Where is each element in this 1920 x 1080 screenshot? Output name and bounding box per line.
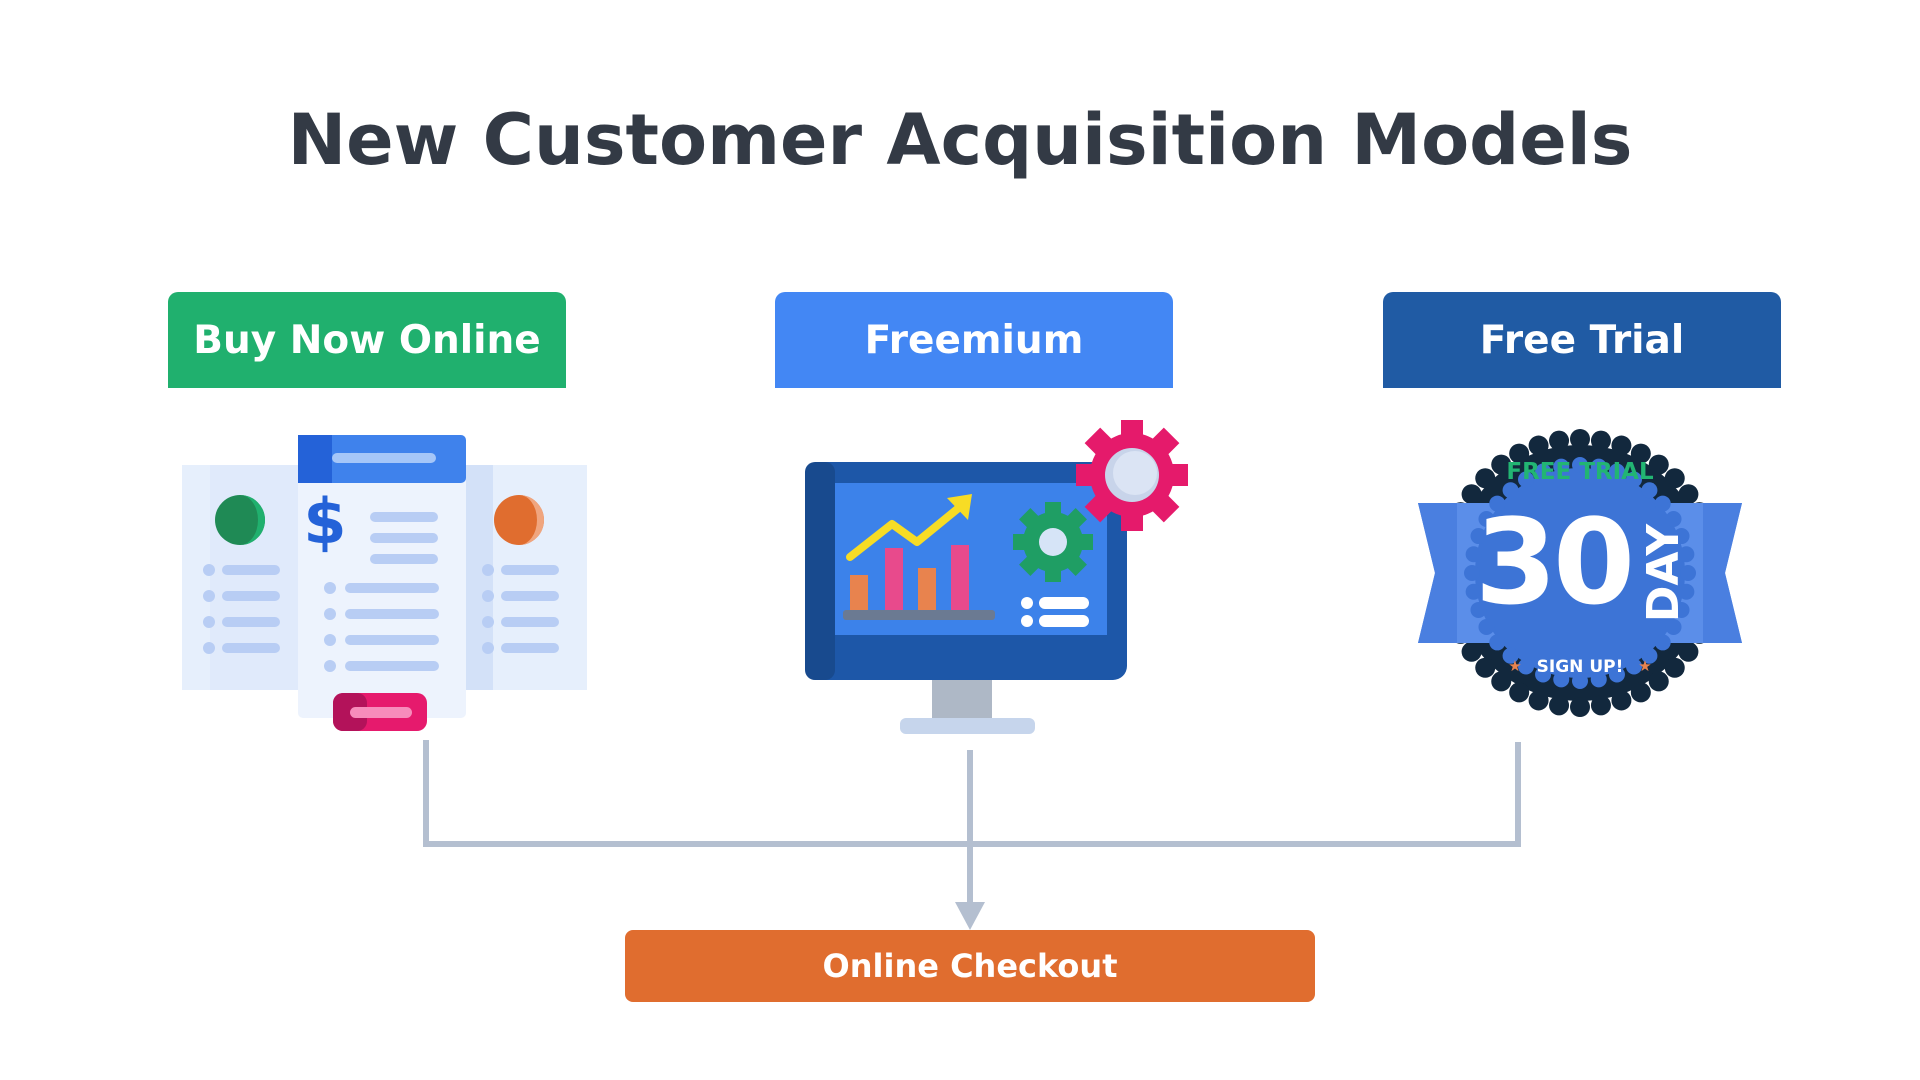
star-icon: ★ — [1638, 657, 1651, 675]
model-label-text: Buy Now Online — [193, 317, 541, 363]
svg-text:$: $ — [303, 485, 346, 558]
checkout-label: Online Checkout — [822, 947, 1118, 985]
monitor-chart-gear-icon — [805, 420, 1188, 734]
page-title: New Customer Acquisition Models — [287, 99, 1633, 181]
badge-bottom-text: SIGN UP! — [1537, 657, 1624, 677]
model-label-freemium: Freemium — [775, 292, 1173, 388]
model-label-text: Freemium — [864, 317, 1084, 363]
badge-top-text: FREE TRIAL — [1506, 459, 1654, 485]
model-label-free-trial: Free Trial — [1383, 292, 1781, 388]
star-icon: ★ — [1508, 657, 1521, 675]
pricing-plans-icon: $ — [182, 435, 587, 731]
arrow-down-icon — [955, 902, 985, 930]
model-label-buy-now-online: Buy Now Online — [168, 292, 566, 388]
free-trial-badge-icon: FREE TRIAL 30 DAY ★ ★ SIGN UP! — [1418, 429, 1742, 717]
badge-unit: DAY — [1638, 523, 1689, 622]
model-label-text: Free Trial — [1479, 317, 1685, 363]
badge-number: 30 — [1475, 493, 1631, 631]
online-checkout-box: Online Checkout — [625, 930, 1315, 1002]
